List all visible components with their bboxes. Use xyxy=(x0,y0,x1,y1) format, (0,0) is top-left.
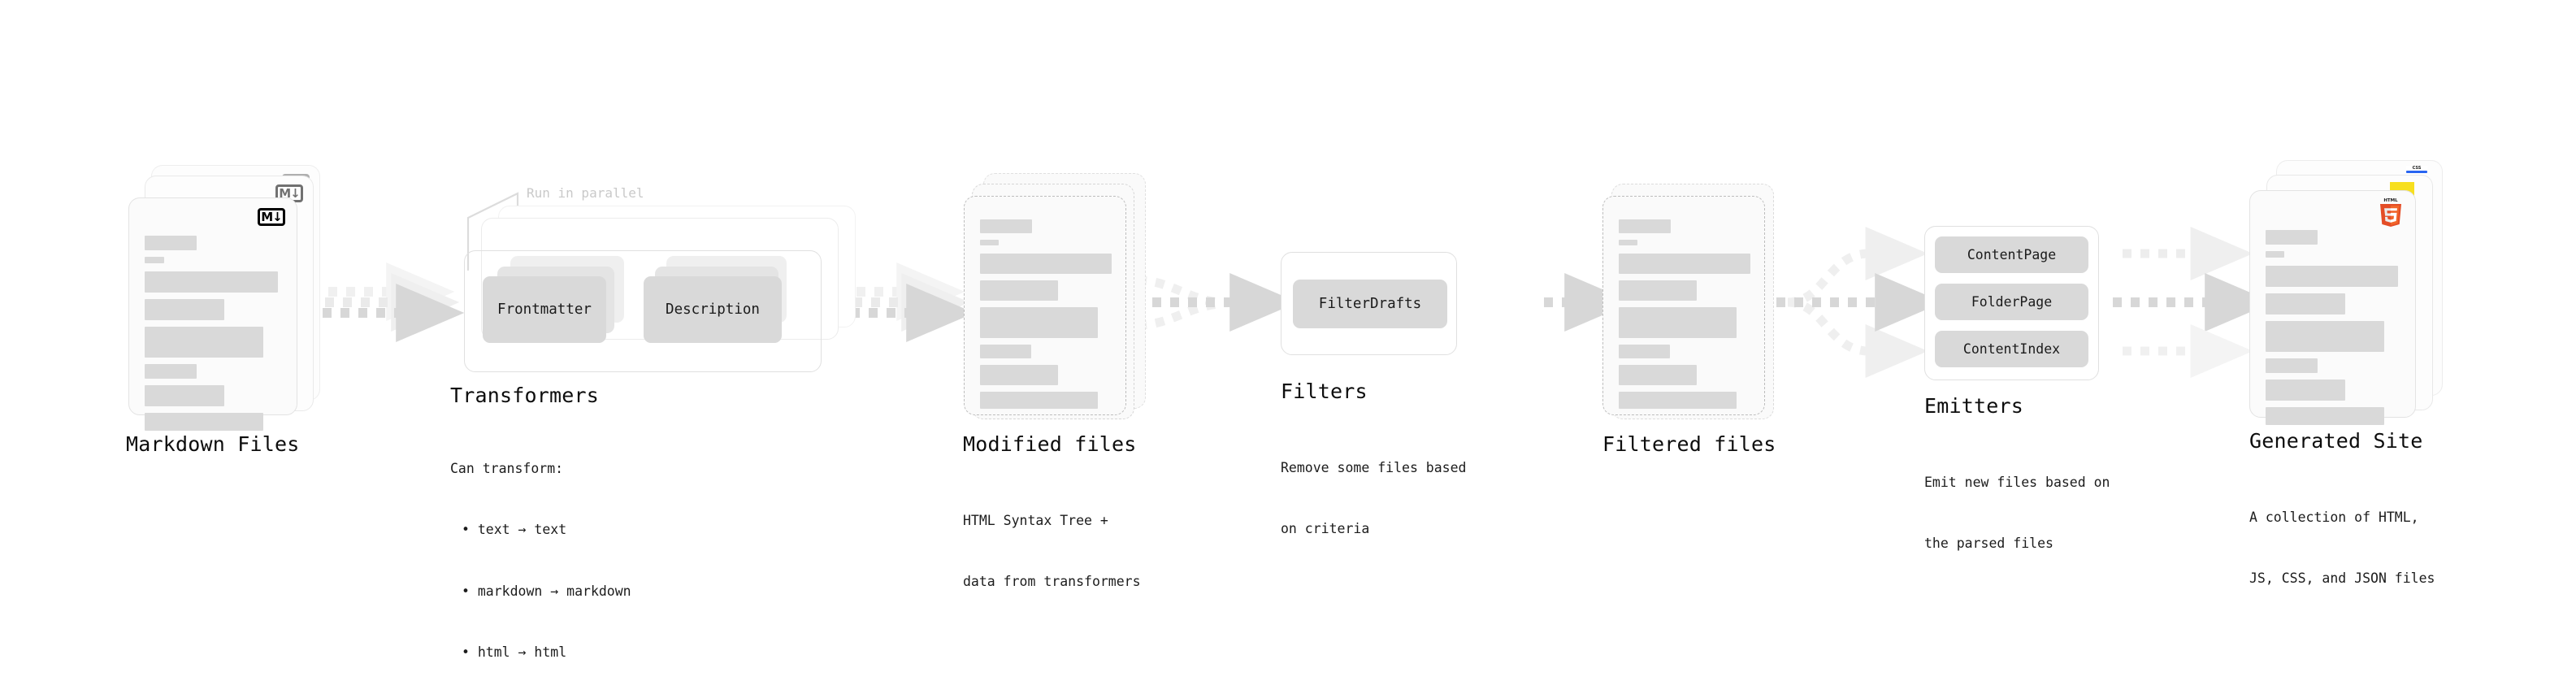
transformer-box-front xyxy=(464,250,822,372)
stage-title-filters: Filters xyxy=(1281,380,1368,403)
arrow-filtered-to-emitters xyxy=(1776,227,1944,378)
skeleton-bar xyxy=(2266,321,2384,352)
skeleton-bar xyxy=(2266,293,2345,314)
css3-icon-label: CSS xyxy=(2412,166,2422,171)
skeleton-bar xyxy=(145,257,164,263)
skeleton-bar xyxy=(1619,392,1737,409)
skeleton-bar xyxy=(2266,251,2284,258)
modified-card-front xyxy=(964,196,1126,415)
filter-node-filterdrafts[interactable]: FilterDrafts xyxy=(1293,280,1447,328)
markdown-card-front: M↓ xyxy=(128,197,297,431)
document-skeleton-bars xyxy=(1619,219,1750,415)
skeleton-bar xyxy=(145,364,197,379)
transformers-caption: Can transform: • text → text • markdown … xyxy=(450,418,631,681)
skeleton-bar xyxy=(145,271,278,293)
emitter-node-contentpage[interactable]: ContentPage xyxy=(1935,236,2088,273)
caption-line: JS, CSS, and JSON files xyxy=(2249,570,2435,587)
stage-title-filtered-files: Filtered files xyxy=(1602,432,1776,456)
caption-line: HTML Syntax Tree + xyxy=(963,513,1108,529)
modified-files-caption: HTML Syntax Tree + data from transformer… xyxy=(963,470,1141,633)
markdown-icon: M↓ xyxy=(258,208,285,226)
caption-line: A collection of HTML, xyxy=(2249,510,2419,526)
stage-title-modified-files: Modified files xyxy=(963,432,1137,456)
skeleton-bar xyxy=(980,365,1058,385)
markdown-icon-glyph: M↓ xyxy=(261,209,282,224)
skeleton-bar xyxy=(1619,240,1637,245)
skeleton-bar xyxy=(980,240,999,245)
css3-icon: CSS xyxy=(2406,166,2427,175)
skeleton-bar xyxy=(1619,307,1737,338)
generated-site-caption: A collection of HTML, JS, CSS, and JSON … xyxy=(2249,466,2435,630)
transformer-node-description[interactable]: Description xyxy=(644,276,782,343)
skeleton-bar xyxy=(145,385,224,406)
markdown-icon-glyph: M↓ xyxy=(279,185,300,201)
skeleton-bar xyxy=(145,327,263,358)
skeleton-bar xyxy=(980,254,1112,274)
skeleton-bar xyxy=(1619,280,1697,301)
document-skeleton-bars xyxy=(980,219,1112,415)
caption-line: • text → text xyxy=(462,522,567,538)
caption-line: Remove some files based xyxy=(1281,460,1467,476)
html5-icon: HTML xyxy=(2378,196,2404,227)
skeleton-bar xyxy=(145,413,263,431)
skeleton-bar xyxy=(145,236,197,250)
skeleton-bar xyxy=(2266,380,2345,401)
caption-line: on criteria xyxy=(1281,521,1370,537)
arrow-emitters-to-site xyxy=(2113,227,2274,378)
stage-title-transformers: Transformers xyxy=(450,384,600,407)
skeleton-bar xyxy=(1619,219,1671,233)
document-skeleton-bars xyxy=(145,236,281,437)
skeleton-bar xyxy=(2266,266,2398,287)
css3-icon-underline xyxy=(2406,171,2427,173)
arrow-modified-to-filters xyxy=(1134,273,1299,332)
emitter-node-folderpage[interactable]: FolderPage xyxy=(1935,284,2088,320)
skeleton-bar xyxy=(980,219,1032,233)
caption-line: Can transform: xyxy=(450,461,564,477)
caption-line: the parsed files xyxy=(1924,536,2053,552)
svg-text:HTML: HTML xyxy=(2383,198,2398,203)
transformer-node-frontmatter[interactable]: Frontmatter xyxy=(483,276,606,343)
html5-icon-svg: HTML xyxy=(2380,198,2401,227)
emitters-caption: Emit new files based on the parsed files xyxy=(1924,432,2110,595)
skeleton-bar xyxy=(2266,358,2318,373)
skeleton-bar xyxy=(1619,254,1750,274)
document-skeleton-bars xyxy=(2266,230,2400,432)
filters-caption: Remove some files based on criteria xyxy=(1281,417,1466,580)
stage-title-emitters: Emitters xyxy=(1924,394,2024,418)
stage-title-generated-site: Generated Site xyxy=(2249,429,2423,453)
skeleton-bar xyxy=(1619,345,1670,358)
skeleton-bar xyxy=(2266,230,2318,245)
skeleton-bar xyxy=(145,299,224,320)
skeleton-bar xyxy=(980,307,1098,338)
skeleton-bar xyxy=(1619,365,1697,385)
filtered-card-front xyxy=(1602,196,1765,415)
skeleton-bar xyxy=(980,280,1058,301)
caption-line: • html → html xyxy=(462,644,567,660)
skeleton-bar xyxy=(980,392,1098,409)
generated-card-html: HTML xyxy=(2249,190,2416,425)
emitter-node-contentindex[interactable]: ContentIndex xyxy=(1935,331,2088,367)
stage-title-markdown-files: Markdown Files xyxy=(126,432,300,456)
run-in-parallel-label: Run in parallel xyxy=(527,185,644,201)
skeleton-bar xyxy=(980,345,1031,358)
caption-line: Emit new files based on xyxy=(1924,475,2110,491)
caption-line: data from transformers xyxy=(963,574,1141,590)
caption-line: • markdown → markdown xyxy=(462,583,631,599)
skeleton-bar xyxy=(2266,407,2384,425)
